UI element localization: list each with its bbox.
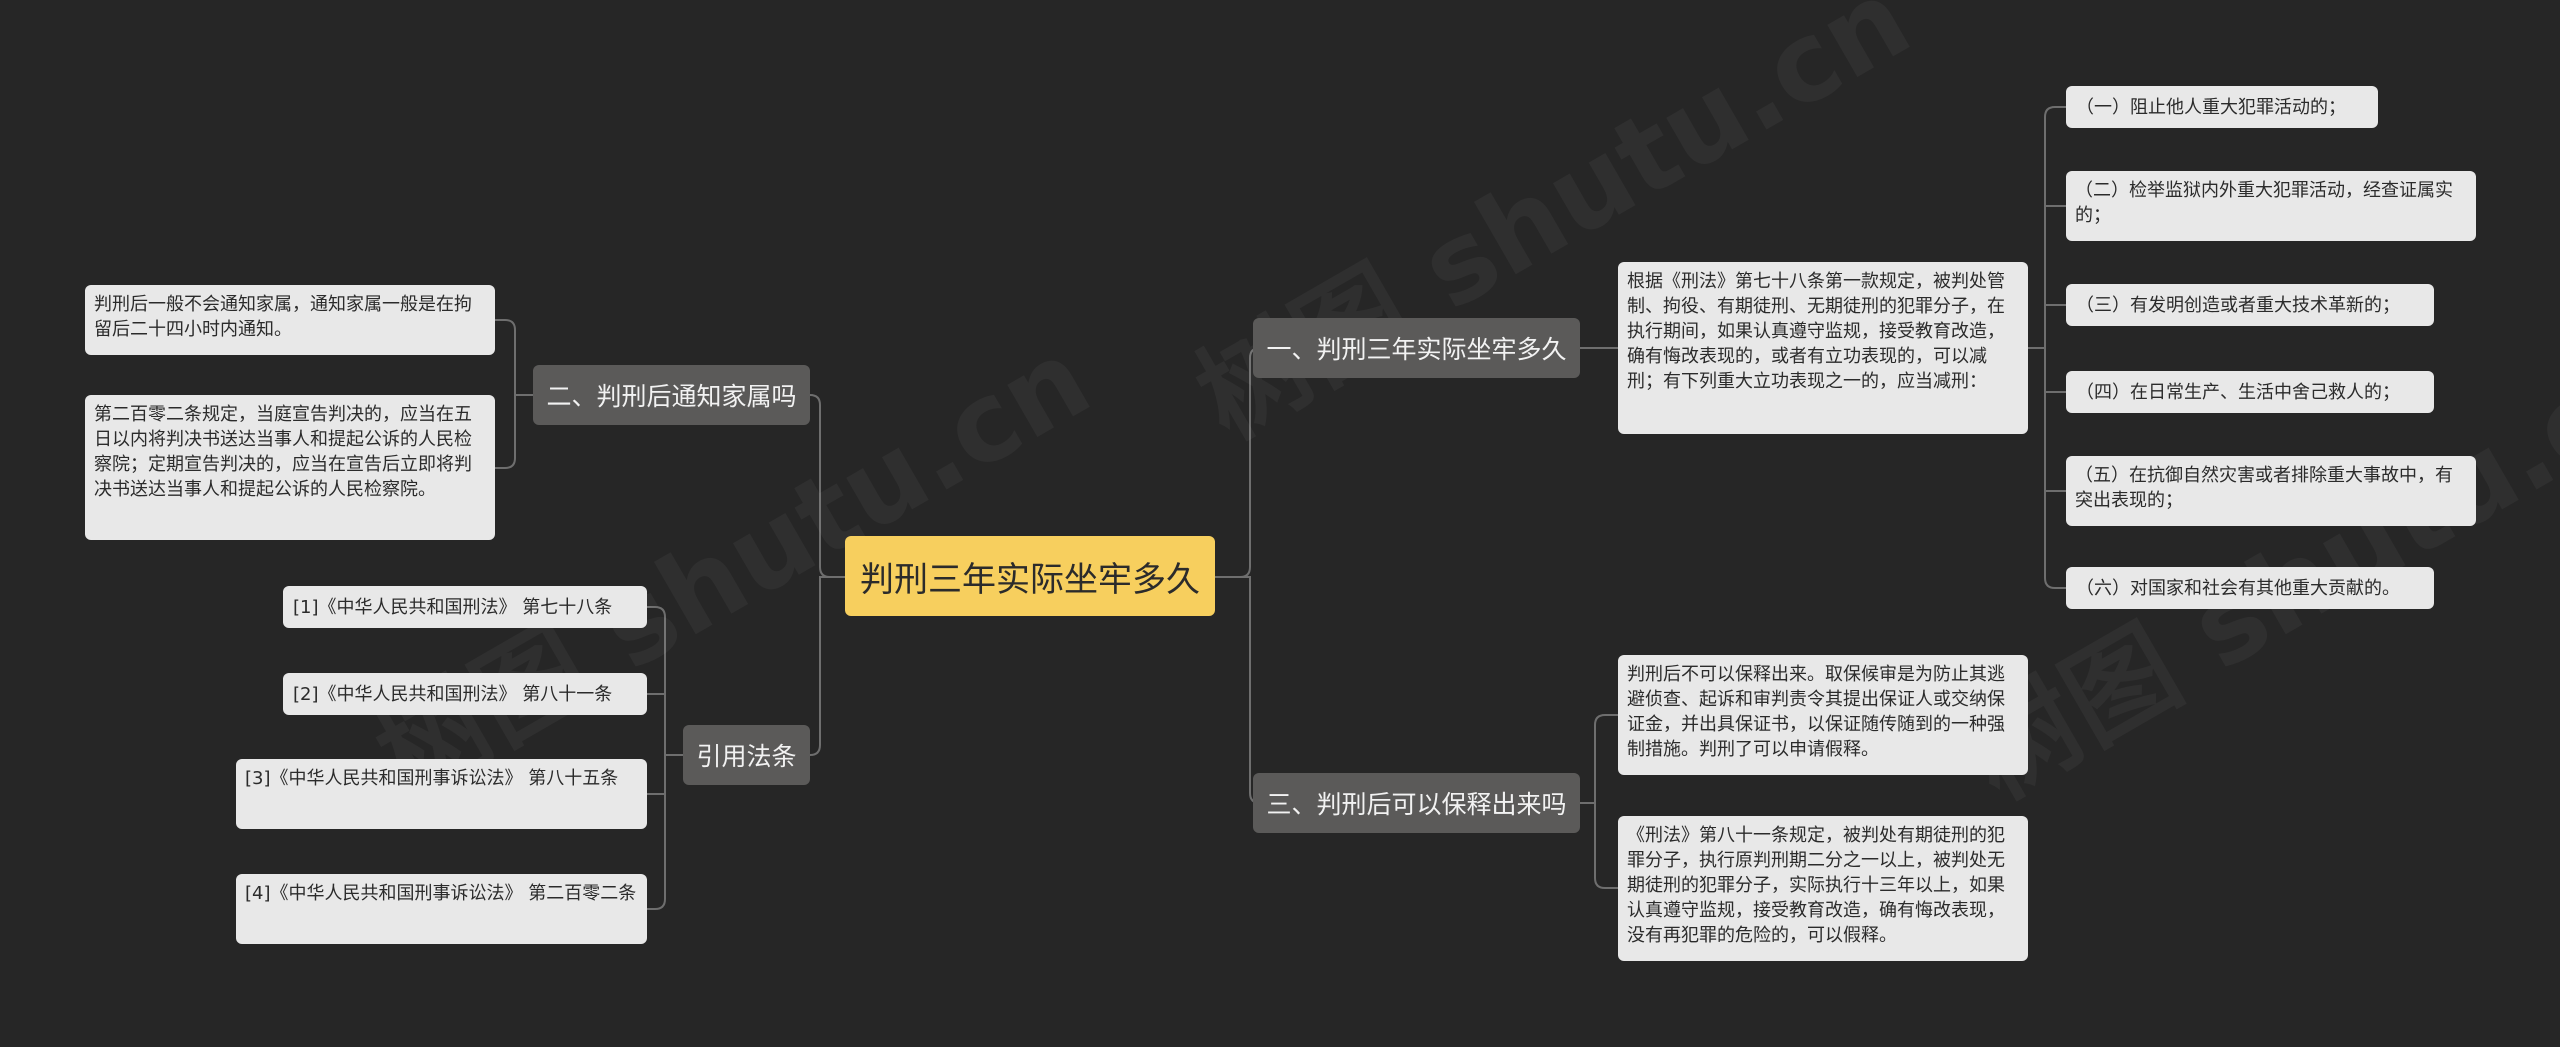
leaf-node-item[interactable]: 判刑后一般不会通知家属，通知家属一般是在拘留后二十四小时内通知。 [85, 285, 495, 355]
branch-node-4[interactable]: 引用法条 [683, 725, 810, 785]
leaf-node-item[interactable]: 判刑后不可以保释出来。取保候审是为防止其逃避侦查、起诉和审判责令其提出保证人或交… [1618, 655, 2028, 775]
branch-node-label: 三、判刑后可以保释出来吗 [1266, 790, 1567, 819]
leaf-node-detail[interactable]: 根据《刑法》第七十八条第一款规定，被判处管制、拘役、有期徒刑、无期徒刑的犯罪分子… [1618, 262, 2028, 434]
branch-node-1[interactable]: 一、判刑三年实际坐牢多久 [1253, 318, 1580, 378]
branch-node-3[interactable]: 三、判刑后可以保释出来吗 [1253, 773, 1580, 833]
branch-node-label: 引用法条 [696, 742, 797, 771]
leaf-node-item[interactable]: （六）对国家和社会有其他重大贡献的。 [2066, 567, 2434, 609]
leaf-node-item[interactable]: [2]《中华人民共和国刑法》 第八十一条 [283, 673, 647, 715]
leaf-node-item[interactable]: （三）有发明创造或者重大技术革新的； [2066, 284, 2434, 326]
leaf-node-item[interactable]: [3]《中华人民共和国刑事诉讼法》 第八十五条 [236, 759, 647, 829]
leaf-node-item[interactable]: [4]《中华人民共和国刑事诉讼法》 第二百零二条 [236, 874, 647, 944]
leaf-node-item[interactable]: 《刑法》第八十一条规定，被判处有期徒刑的犯罪分子，执行原判刑期二分之一以上，被判… [1618, 816, 2028, 961]
leaf-node-item[interactable]: （五）在抗御自然灾害或者排除重大事故中，有突出表现的； [2066, 456, 2476, 526]
leaf-node-item[interactable]: （一）阻止他人重大犯罪活动的； [2066, 86, 2378, 128]
leaf-node-item[interactable]: （四）在日常生产、生活中舍己救人的； [2066, 371, 2434, 413]
branch-node-2[interactable]: 二、判刑后通知家属吗 [533, 365, 810, 425]
leaf-node-item[interactable]: 第二百零二条规定，当庭宣告判决的，应当在五日以内将判决书送达当事人和提起公诉的人… [85, 395, 495, 540]
leaf-node-item[interactable]: [1]《中华人民共和国刑法》 第七十八条 [283, 586, 647, 628]
leaf-node-item[interactable]: （二）检举监狱内外重大犯罪活动，经查证属实的； [2066, 171, 2476, 241]
branch-node-label: 一、判刑三年实际坐牢多久 [1266, 335, 1567, 364]
root-node-label: 判刑三年实际坐牢多久 [860, 559, 1200, 600]
branch-node-label: 二、判刑后通知家属吗 [546, 382, 797, 411]
root-node[interactable]: 判刑三年实际坐牢多久 [845, 536, 1215, 616]
